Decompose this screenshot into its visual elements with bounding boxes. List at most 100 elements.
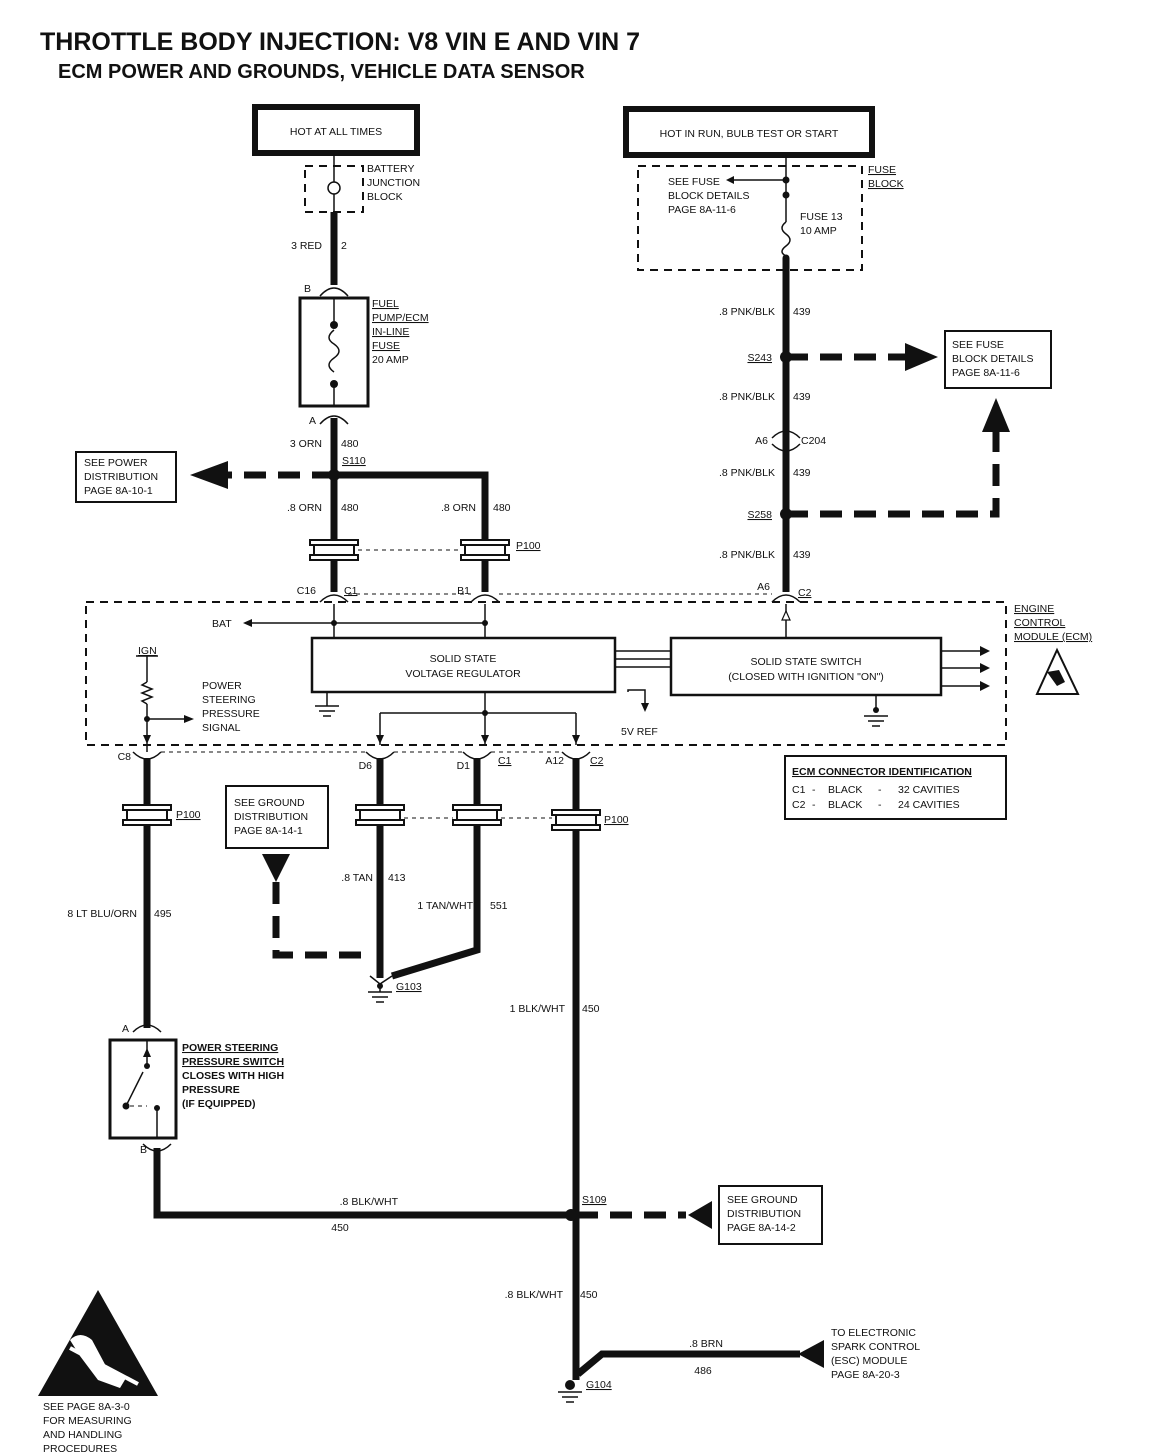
wire-tanwht-circuit: 551 — [490, 900, 508, 912]
esd-ref-1: SEE PAGE 8A-3-0 — [43, 1401, 130, 1413]
esc-ref-2: SPARK CONTROL — [831, 1341, 920, 1353]
arrow-fuse-details — [905, 343, 938, 371]
wire-tan-gauge: .8 TAN — [341, 872, 373, 884]
pin-a-label: A — [309, 415, 316, 427]
fuse-block-label-2: BLOCK — [868, 178, 904, 190]
fuse-details-ref-3: PAGE 8A-11-6 — [952, 367, 1020, 379]
power-dist-ref-2: DISTRIBUTION — [84, 471, 158, 483]
ecm-bat-label: BAT — [212, 618, 232, 630]
ecm-label-2: CONTROL — [1014, 617, 1065, 629]
wire-blkwht3-circuit: 450 — [580, 1289, 598, 1301]
wire-brn-gauge: .8 BRN — [689, 1338, 723, 1350]
arrow-esc — [798, 1340, 824, 1368]
pin-a6-c204: A6 — [755, 435, 768, 447]
wire-pnk2-circuit: 439 — [793, 391, 811, 403]
connector-id-c1: C1 — [792, 784, 806, 796]
regulator-label-2: VOLTAGE REGULATOR — [405, 668, 521, 680]
ps-signal-label-4: SIGNAL — [202, 722, 241, 734]
ecm-label-3: MODULE (ECM) — [1014, 631, 1092, 643]
wire-pnk1-circuit: 439 — [793, 306, 811, 318]
splice-s243-label: S243 — [747, 352, 772, 364]
wire-pnk3-gauge: .8 PNK/BLK — [719, 467, 775, 479]
ground-dist2-ref-1: SEE GROUND — [727, 1194, 798, 1206]
wire-orn-left-gauge: .8 ORN — [287, 502, 322, 514]
splice-s110-label: S110 — [342, 455, 366, 467]
connector-id-c2-dash2: - — [878, 799, 882, 811]
fuse-13-amp: 10 AMP — [800, 225, 837, 237]
fuse-details-ref-1: SEE FUSE — [952, 339, 1004, 351]
wire-tan-circuit: 413 — [388, 872, 406, 884]
hot-in-run-box — [623, 106, 875, 158]
ground-g103 — [377, 983, 383, 989]
wire-orn-right — [334, 471, 489, 592]
battery-block-label-3: BLOCK — [367, 191, 403, 203]
battery-block-label-2: JUNCTION — [367, 177, 420, 189]
wire-tan-wht — [390, 758, 481, 980]
hot-at-all-times-box — [252, 104, 420, 156]
wire-pnk2-gauge: .8 PNK/BLK — [719, 391, 775, 403]
pin-b1: B1 — [457, 585, 470, 597]
connector-id-c2-dash1: - — [812, 799, 816, 811]
ps-signal-label-3: PRESSURE — [202, 708, 260, 720]
regulator-label-1: SOLID STATE — [430, 653, 497, 665]
ps-pin-b: B — [140, 1144, 147, 1156]
connector-id-c1-dash2: - — [878, 784, 882, 796]
arrow-up-fuse-details — [982, 398, 1010, 432]
battery-fusible-element — [327, 181, 341, 195]
wire-pnk1-gauge: .8 PNK/BLK — [719, 306, 775, 318]
hot-at-all-times-label: HOT AT ALL TIMES — [290, 126, 382, 138]
see-ground-distribution-box-2 — [718, 1185, 823, 1245]
solid-state-voltage-regulator — [310, 636, 617, 694]
connector-c1-bottom: C1 — [498, 755, 512, 767]
ps-switch-label-1: POWER STEERING — [182, 1042, 278, 1054]
ground-dist2-ref-2: DISTRIBUTION — [727, 1208, 801, 1220]
vref-label: 5V REF — [621, 726, 658, 738]
connector-id-c1-color: BLACK — [828, 784, 862, 796]
pin-a6-c2: A6 — [757, 581, 770, 593]
pin-d6: D6 — [359, 760, 373, 772]
wire-ltblu-circuit: 495 — [154, 908, 172, 920]
dashed-ground-distribution-1 — [272, 882, 370, 959]
connector-c2-bottom: C2 — [590, 755, 604, 767]
arrow-ground-distribution-2 — [688, 1201, 712, 1229]
splice-s258-label: S258 — [747, 509, 772, 521]
ps-signal-label-1: POWER — [202, 680, 242, 692]
fuse-block-label-1: FUSE — [868, 164, 896, 176]
connector-ps-a — [132, 1024, 162, 1033]
inline-fuse-label-3: IN-LINE — [372, 326, 409, 338]
ps-switch-label-3: CLOSES WITH HIGH — [182, 1070, 284, 1082]
inline-fuse-label-1: FUEL — [372, 298, 399, 310]
inline-fuse-label-5: 20 AMP — [372, 354, 409, 366]
fuse-details-ref-2: BLOCK DETAILS — [952, 353, 1034, 365]
fuse-13-symbol — [781, 221, 791, 257]
wire-pnk4-gauge: .8 PNK/BLK — [719, 549, 775, 561]
wire-orn-right-gauge: .8 ORN — [441, 502, 476, 514]
g103-label: G103 — [396, 981, 422, 993]
wire-blk-wht-ps — [153, 1148, 576, 1219]
fuse-13-label: FUSE 13 — [800, 211, 843, 223]
fuse-symbol — [328, 329, 340, 373]
connector-c204 — [771, 430, 801, 452]
pin-b-label: B — [304, 283, 311, 295]
connector-id-c2: C2 — [792, 799, 806, 811]
ground-g104 — [565, 1380, 575, 1390]
ecm-top-connectors — [319, 593, 801, 603]
wire-blkwht2-gauge: .8 BLK/WHT — [340, 1196, 399, 1208]
switch-label-1: SOLID STATE SWITCH — [750, 656, 861, 668]
diagram-subtitle: ECM POWER AND GROUNDS, VEHICLE DATA SENS… — [58, 61, 585, 83]
p100-left-label: P100 — [176, 809, 201, 821]
pin-c8: C8 — [118, 751, 132, 763]
wire-blkwht1-circuit: 450 — [582, 1003, 600, 1015]
dashed-s258-to-fuse-details — [786, 432, 1000, 518]
connector-p100-bottom — [122, 804, 601, 831]
ps-switch-label-2: PRESSURE SWITCH — [182, 1056, 284, 1068]
wire-orn-circuit: 480 — [341, 438, 359, 450]
esc-ref-4: PAGE 8A-20-3 — [831, 1369, 900, 1381]
see-fuse-block-details-box — [944, 330, 1052, 389]
wire-red-gauge: 3 RED — [291, 240, 322, 252]
fuse-block-outline — [637, 165, 863, 271]
esc-ref-3: (ESC) MODULE — [831, 1355, 907, 1367]
esc-ref-1: TO ELECTRONIC — [831, 1327, 916, 1339]
battery-block-label-1: BATTERY — [367, 163, 414, 175]
